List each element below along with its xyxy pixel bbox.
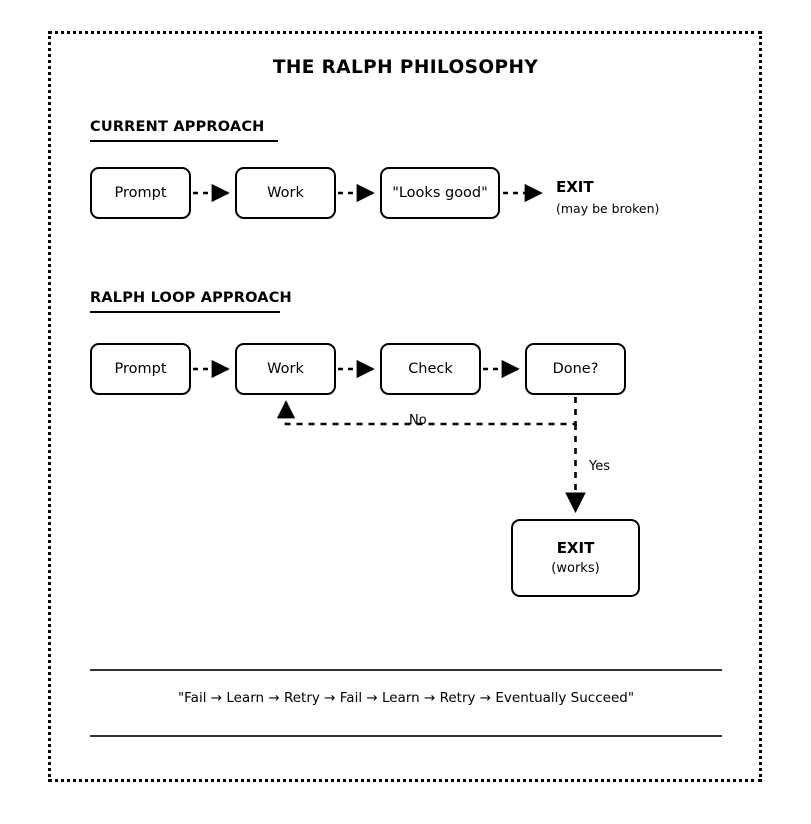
exit-note: (works) [551, 561, 600, 577]
node-label: Prompt [114, 360, 167, 377]
section-heading-current-approach-label: CURRENT APPROACH [90, 119, 265, 135]
node-label: Prompt [114, 184, 167, 201]
node-label: Check [408, 360, 453, 377]
node-looks-good-current[interactable]: "Looks good" [380, 167, 500, 219]
footer-rule-top [90, 669, 722, 671]
node-prompt-current[interactable]: Prompt [90, 167, 191, 219]
exit-current-approach: EXIT (may be broken) [556, 178, 659, 216]
footer-quote: "Fail → Learn → Retry → Fail → Learn → R… [177, 690, 635, 706]
section-heading-ralph-loop-approach: RALPH LOOP APPROACH [90, 290, 292, 313]
node-label: Work [267, 360, 304, 377]
edge-label-no: No [409, 413, 427, 428]
node-exit-works-ralph[interactable]: EXIT (works) [511, 519, 640, 597]
section-heading-underline [90, 310, 280, 313]
section-heading-ralph-loop-approach-label: RALPH LOOP APPROACH [90, 290, 292, 306]
section-heading-underline [90, 139, 278, 142]
exit-note: (may be broken) [556, 201, 660, 216]
node-work-current[interactable]: Work [235, 167, 336, 219]
node-done-ralph[interactable]: Done? [525, 343, 626, 395]
footer-rule-bottom [90, 735, 722, 737]
edge-label-yes: Yes [589, 459, 610, 474]
node-check-ralph[interactable]: Check [380, 343, 481, 395]
section-heading-current-approach: CURRENT APPROACH [90, 119, 278, 142]
node-label: Work [267, 184, 304, 201]
node-prompt-ralph[interactable]: Prompt [90, 343, 191, 395]
node-work-ralph[interactable]: Work [235, 343, 336, 395]
node-label: "Looks good" [392, 184, 488, 201]
page-title: THE RALPH PHILOSOPHY [272, 57, 539, 78]
exit-label: EXIT [556, 538, 595, 557]
node-label: Done? [552, 360, 599, 377]
diagram-outer-border [48, 31, 762, 782]
exit-label: EXIT [556, 178, 594, 196]
